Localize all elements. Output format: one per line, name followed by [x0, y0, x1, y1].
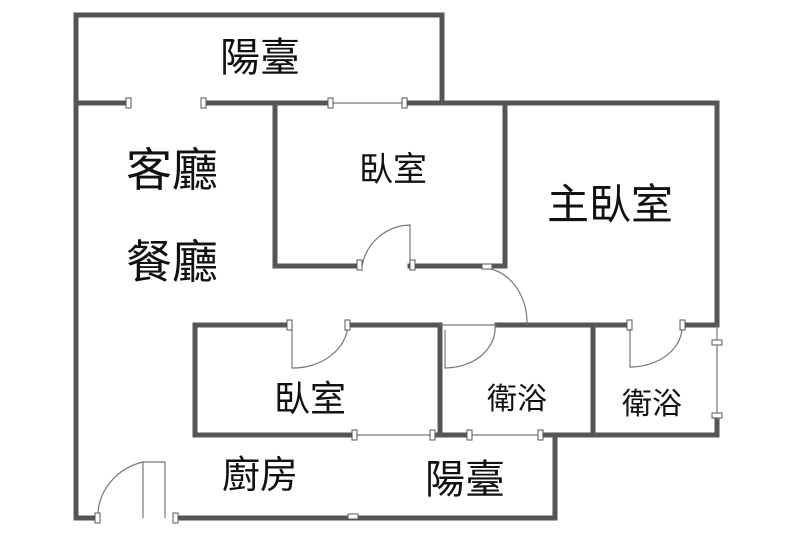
bedroom-1-door [361, 224, 411, 267]
room-label-bathroom-1: 衛浴 [487, 382, 547, 417]
room-label-bedroom-1: 臥室 [359, 150, 427, 190]
room-label-dining-room: 餐廳 [126, 235, 218, 289]
room-label-balcony-bottom: 陽臺 [425, 457, 505, 503]
walls [73, 12, 720, 521]
bathroom-2-door [629, 324, 683, 368]
bathroom-1-door [444, 324, 496, 369]
master-bedroom-door [484, 267, 528, 326]
room-label-balcony-top: 陽臺 [220, 35, 300, 81]
bedroom-2-door [291, 324, 349, 369]
windows [330, 102, 718, 436]
room-label-bedroom-2: 臥室 [273, 379, 347, 420]
door-jambs [94, 97, 723, 524]
room-label-living-room: 客廳 [126, 143, 218, 197]
room-label-kitchen: 廚房 [221, 453, 299, 497]
entrance-door [97, 461, 166, 519]
doors [97, 224, 683, 519]
room-label-bathroom-2: 衛浴 [622, 387, 682, 422]
room-label-master-bedroom: 主臥室 [546, 180, 674, 229]
